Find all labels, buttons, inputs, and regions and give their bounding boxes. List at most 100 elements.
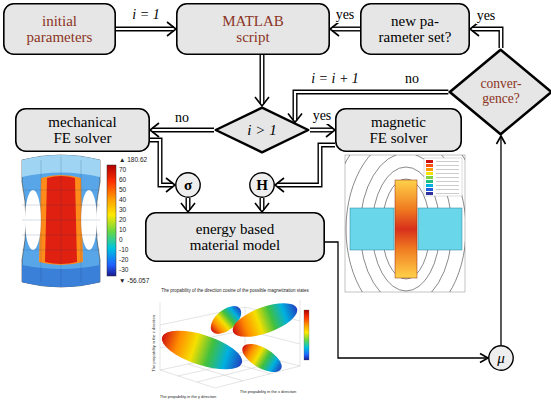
arrow-inner — [332, 28, 360, 30]
node-text: conver- gence? — [469, 77, 533, 107]
process-box: mechanical FE solver — [15, 108, 150, 152]
arrow-outer — [150, 140, 173, 185]
circle-border — [250, 173, 274, 197]
node-text: i > 1 — [247, 122, 276, 139]
node-text: mechanical FE solver — [42, 114, 124, 147]
node-text: magnetic FE solver — [363, 114, 435, 147]
box-border — [177, 4, 329, 54]
edge-label: i = 1 — [131, 7, 160, 23]
colorbar-value: ▲ 180.62 — [119, 156, 147, 163]
arrow-inner — [472, 29, 501, 48]
colorbar-value: 60 — [119, 176, 126, 183]
arrow-inner — [261, 55, 263, 104]
flow-arrow — [150, 140, 175, 192]
colorbar-value: -30 — [119, 266, 128, 273]
node-text-block: magnetic FE solver — [363, 114, 435, 147]
plot-caption: The propability of the direction cosine … — [149, 288, 321, 293]
decision-diamond: i > 1 — [214, 106, 310, 154]
process-box: initial parameters — [3, 3, 116, 55]
arrow-outer — [186, 198, 191, 210]
node-text: σ — [184, 177, 192, 194]
process-box: magnetic FE solver — [335, 108, 462, 152]
decision-diamond: conver- gence? — [448, 48, 551, 136]
node-text-block: initial parameters — [12, 13, 108, 46]
magnetic-fe-plot — [330, 119, 482, 339]
edge-label: yes — [476, 8, 497, 24]
flow-arrow — [310, 123, 335, 137]
flow-arrow — [255, 198, 269, 212]
colorbar-value: -10 — [119, 246, 128, 253]
variable-circle: σ — [175, 172, 201, 198]
colorbar-value: ▼ -56.057 — [119, 277, 149, 284]
arrow-head — [496, 136, 505, 144]
flow-arrow — [325, 242, 488, 363]
arrow-head — [255, 203, 269, 212]
loop-label: i = i + 1 — [311, 71, 359, 87]
flow-arrow — [275, 145, 335, 192]
colorbar-value: 70 — [119, 166, 126, 173]
colorbar-value: 50 — [119, 186, 126, 193]
arrow-head — [275, 178, 284, 192]
flow-arrow — [330, 22, 360, 36]
arrow-outer — [260, 198, 265, 210]
plot-caption: The propability in the z direction — [152, 315, 157, 371]
node-text-block: conver- gence? — [469, 77, 533, 107]
node-text: MATLAB script — [217, 13, 289, 46]
circle-border — [489, 346, 513, 370]
flow-arrow — [116, 22, 176, 36]
process-box: MATLAB script — [176, 3, 330, 55]
flow-arrow — [496, 136, 505, 345]
edge-label: no — [174, 110, 190, 126]
arrow-head — [167, 22, 176, 36]
process-box: new pa- rameter set? — [360, 3, 470, 55]
arrow-outer — [332, 27, 360, 32]
arrow-head — [470, 22, 479, 36]
arrow-head — [480, 354, 488, 363]
node-text: new pa- rameter set? — [371, 13, 459, 46]
colorbar-value: 40 — [119, 196, 126, 203]
arrow-outer — [116, 27, 174, 32]
node-text-block: i > 1 — [247, 122, 276, 139]
arrow-head — [326, 123, 335, 137]
node-text-block: μ — [497, 350, 505, 367]
arrow-inner — [116, 28, 174, 30]
box-border — [16, 109, 149, 151]
node-text-block: σ — [184, 177, 192, 194]
arrow-outer — [310, 128, 333, 133]
arrow-outer — [472, 29, 501, 48]
node-text: H — [256, 177, 268, 194]
arrow-inner — [277, 145, 335, 185]
process-box: energy based material model — [145, 212, 325, 262]
arrow-line — [500, 138, 501, 345]
plot-caption: The propability in the x direction — [240, 390, 296, 395]
node-text-block: H — [256, 177, 268, 194]
node-text: energy based material model — [181, 221, 289, 254]
mechanical-fe-plot — [22, 155, 116, 287]
variable-circle: H — [249, 172, 275, 198]
edge-label: no — [404, 71, 420, 87]
arrow-line — [325, 242, 486, 358]
node-text: initial parameters — [12, 13, 108, 46]
edge-label: yes — [335, 7, 356, 23]
arrow-head — [330, 22, 339, 36]
arrow-head — [166, 178, 175, 192]
arrow-inner — [187, 198, 189, 210]
plot-caption: The propability in the y direction — [160, 395, 216, 400]
arrow-head — [255, 97, 269, 106]
node-text-block: energy based material model — [181, 221, 289, 254]
node-text-block: mechanical FE solver — [42, 114, 124, 147]
colorbar-value: 20 — [119, 216, 126, 223]
node-text: μ — [497, 350, 505, 367]
node-text-block: MATLAB script — [217, 13, 289, 46]
arrow-inner — [261, 198, 263, 210]
probability-3d-plot — [157, 296, 309, 388]
colorbar-value: 30 — [119, 206, 126, 213]
flow-arrow — [255, 55, 269, 106]
colorbar-value: 0 — [119, 236, 123, 243]
flow-arrow — [470, 22, 501, 48]
diamond-border — [216, 108, 309, 153]
